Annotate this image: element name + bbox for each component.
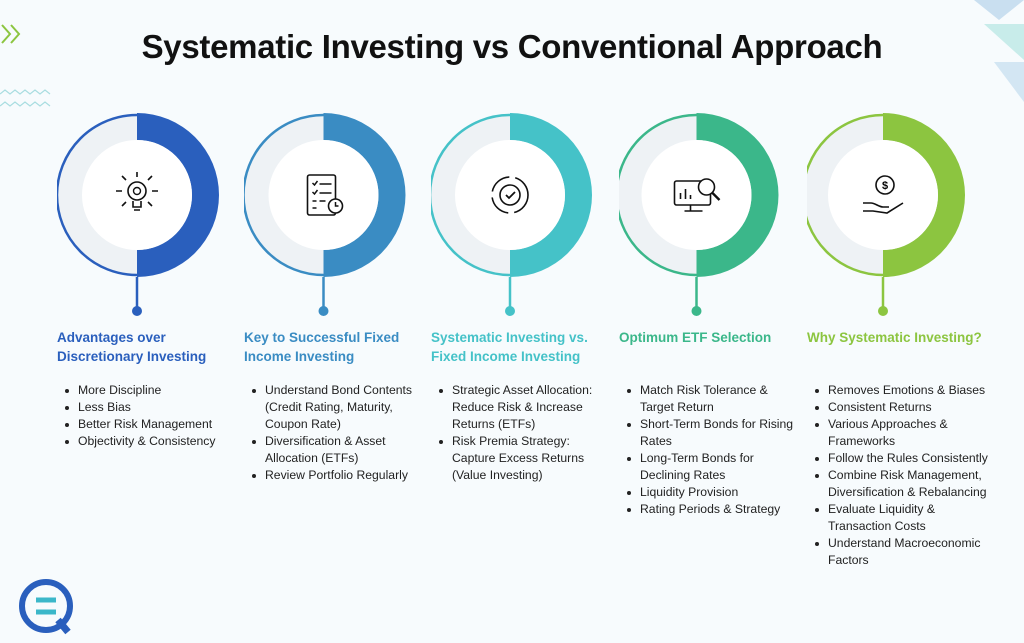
column-heading: Optimum ETF Selection <box>619 330 772 345</box>
gear-cycle-icon <box>491 176 529 214</box>
column-heading: Why Systematic Investing? <box>807 330 982 345</box>
lightbulb-gear-icon <box>116 172 158 211</box>
progress-ring <box>619 113 779 316</box>
list-item: Review Portfolio Regularly <box>244 467 429 484</box>
checklist-clock-icon <box>306 174 344 216</box>
column-heading: Key to Successful Fixed Income Investing <box>244 330 400 364</box>
list-item: Liquidity Provision <box>619 484 804 501</box>
list-item: Combine Risk Management, Diversification… <box>807 467 992 501</box>
list-item: Diversification & Asset Allocation (ETFs… <box>244 433 429 467</box>
list-item: Consistent Returns <box>807 399 992 416</box>
list-item: Match Risk Tolerance & Target Return <box>619 382 804 416</box>
wave-decoration-icon <box>0 89 51 107</box>
list-item: Less Bias <box>57 399 242 416</box>
list-item: Objectivity & Consistency <box>57 433 242 450</box>
list-item: Understand Bond Contents (Credit Rating,… <box>244 382 429 433</box>
list-item: Various Approaches & Frameworks <box>807 416 992 450</box>
list-item: More Discipline <box>57 382 242 399</box>
page-title: Systematic Investing vs Conventional App… <box>141 28 883 65</box>
bullet-list: Understand Bond Contents (Credit Rating,… <box>244 382 429 484</box>
column-heading: Systematic Investing vs. Fixed Income In… <box>431 330 588 364</box>
chevron-decoration-icon <box>1 24 21 44</box>
list-item: Removes Emotions & Biases <box>807 382 992 399</box>
logo-icon <box>19 579 73 635</box>
progress-ring: $ <box>807 113 965 316</box>
hand-money-icon: $ <box>863 175 904 214</box>
progress-ring <box>431 113 592 316</box>
progress-ring <box>57 113 219 316</box>
list-item: Follow the Rules Consistently <box>807 450 992 467</box>
list-item: Rating Periods & Strategy <box>619 501 804 518</box>
list-item: Short-Term Bonds for Rising Rates <box>619 416 804 450</box>
svg-text:$: $ <box>882 180 888 192</box>
list-item: Risk Premia Strategy: Capture Excess Ret… <box>431 433 616 484</box>
bullet-list: Strategic Asset Allocation: Reduce Risk … <box>431 382 616 484</box>
list-item: Strategic Asset Allocation: Reduce Risk … <box>431 382 616 433</box>
monitor-analysis-icon <box>673 178 721 212</box>
triangle-decoration-icon <box>974 0 1024 102</box>
list-item: Better Risk Management <box>57 416 242 433</box>
list-item: Evaluate Liquidity & Transaction Costs <box>807 501 992 535</box>
progress-ring <box>244 113 406 316</box>
list-item: Understand Macroeconomic Factors <box>807 535 992 569</box>
list-item: Long-Term Bonds for Declining Rates <box>619 450 804 484</box>
column-heading: Advantages over Discretionary Investing <box>57 330 207 364</box>
